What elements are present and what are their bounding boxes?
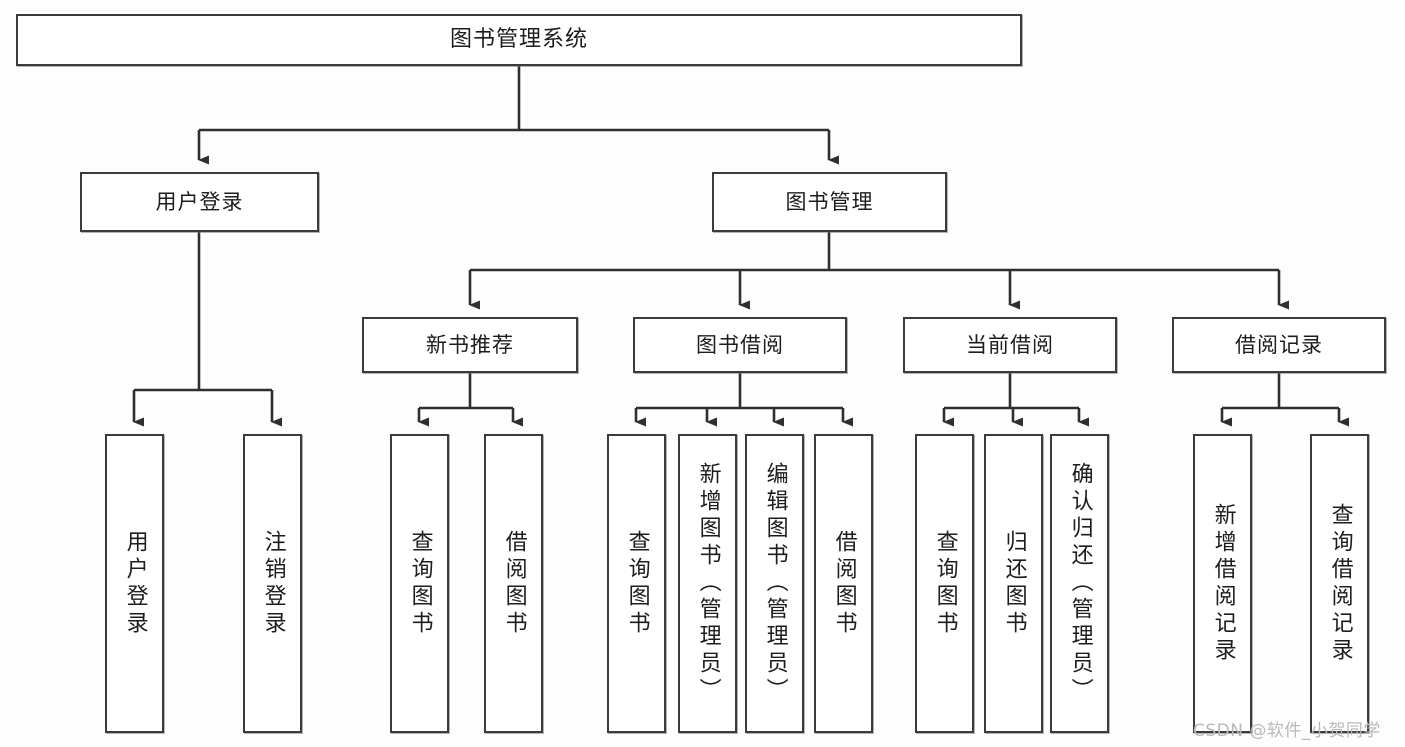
node-leaf-rec-query-record[interactable]: 查询借阅记录 [1310, 434, 1369, 733]
node-leaf-rec-borrow-book[interactable]: 借阅图书 [484, 434, 543, 733]
node-leaf-user-logout[interactable]: 注销登录 [243, 434, 302, 733]
node-leaf-rec-query-book[interactable]: 查询图书 [390, 434, 449, 733]
node-leaf-borrow-add-book[interactable]: 新增图书（管理员） [678, 434, 737, 733]
node-new-book-rec[interactable]: 新书推荐 [362, 317, 578, 373]
node-leaf-rec-add-record[interactable]: 新增借阅记录 [1193, 434, 1252, 733]
node-user-login[interactable]: 用户登录 [80, 172, 319, 232]
node-leaf-borrow-borrow-book[interactable]: 借阅图书 [814, 434, 873, 733]
node-leaf-cur-query-book-label: 查询图书 [932, 529, 958, 638]
node-current-borrow[interactable]: 当前借阅 [903, 317, 1117, 373]
csdn-watermark: CSDN @软件_小贺同学 [1193, 721, 1381, 741]
node-borrow-record-label: 借阅记录 [1235, 332, 1323, 357]
node-current-borrow-label: 当前借阅 [966, 332, 1054, 357]
node-leaf-borrow-add-book-label: 新增图书（管理员） [695, 462, 721, 705]
node-root[interactable]: 图书管理系统 [16, 14, 1022, 66]
node-leaf-user-login-label: 用户登录 [122, 529, 148, 638]
node-leaf-cur-confirm-return-label: 确认归还（管理员） [1067, 462, 1093, 705]
node-book-manage-label: 图书管理 [785, 189, 874, 214]
node-borrow-record[interactable]: 借阅记录 [1172, 317, 1386, 373]
node-leaf-borrow-borrow-book-label: 借阅图书 [831, 529, 857, 638]
node-book-borrow[interactable]: 图书借阅 [633, 317, 847, 373]
node-new-book-rec-label: 新书推荐 [426, 332, 514, 357]
node-leaf-rec-query-book-label: 查询图书 [407, 529, 433, 638]
node-leaf-cur-confirm-return[interactable]: 确认归还（管理员） [1050, 434, 1109, 733]
node-leaf-rec-query-record-label: 查询借阅记录 [1327, 502, 1353, 665]
node-leaf-cur-return-book[interactable]: 归还图书 [984, 434, 1043, 733]
node-leaf-borrow-query-book[interactable]: 查询图书 [607, 434, 666, 733]
node-leaf-rec-borrow-book-label: 借阅图书 [501, 529, 527, 638]
node-leaf-user-logout-label: 注销登录 [260, 529, 286, 638]
node-user-login-label: 用户登录 [155, 189, 244, 214]
node-leaf-borrow-query-book-label: 查询图书 [624, 529, 650, 638]
node-leaf-borrow-edit-book-label: 编辑图书（管理员） [762, 462, 788, 705]
node-book-borrow-label: 图书借阅 [696, 332, 784, 357]
node-book-manage[interactable]: 图书管理 [712, 172, 947, 232]
node-leaf-cur-query-book[interactable]: 查询图书 [915, 434, 974, 733]
node-leaf-cur-return-book-label: 归还图书 [1001, 529, 1027, 638]
node-leaf-borrow-edit-book[interactable]: 编辑图书（管理员） [745, 434, 804, 733]
node-root-label: 图书管理系统 [449, 27, 588, 53]
node-leaf-rec-add-record-label: 新增借阅记录 [1210, 502, 1236, 665]
node-leaf-user-login[interactable]: 用户登录 [105, 434, 164, 733]
